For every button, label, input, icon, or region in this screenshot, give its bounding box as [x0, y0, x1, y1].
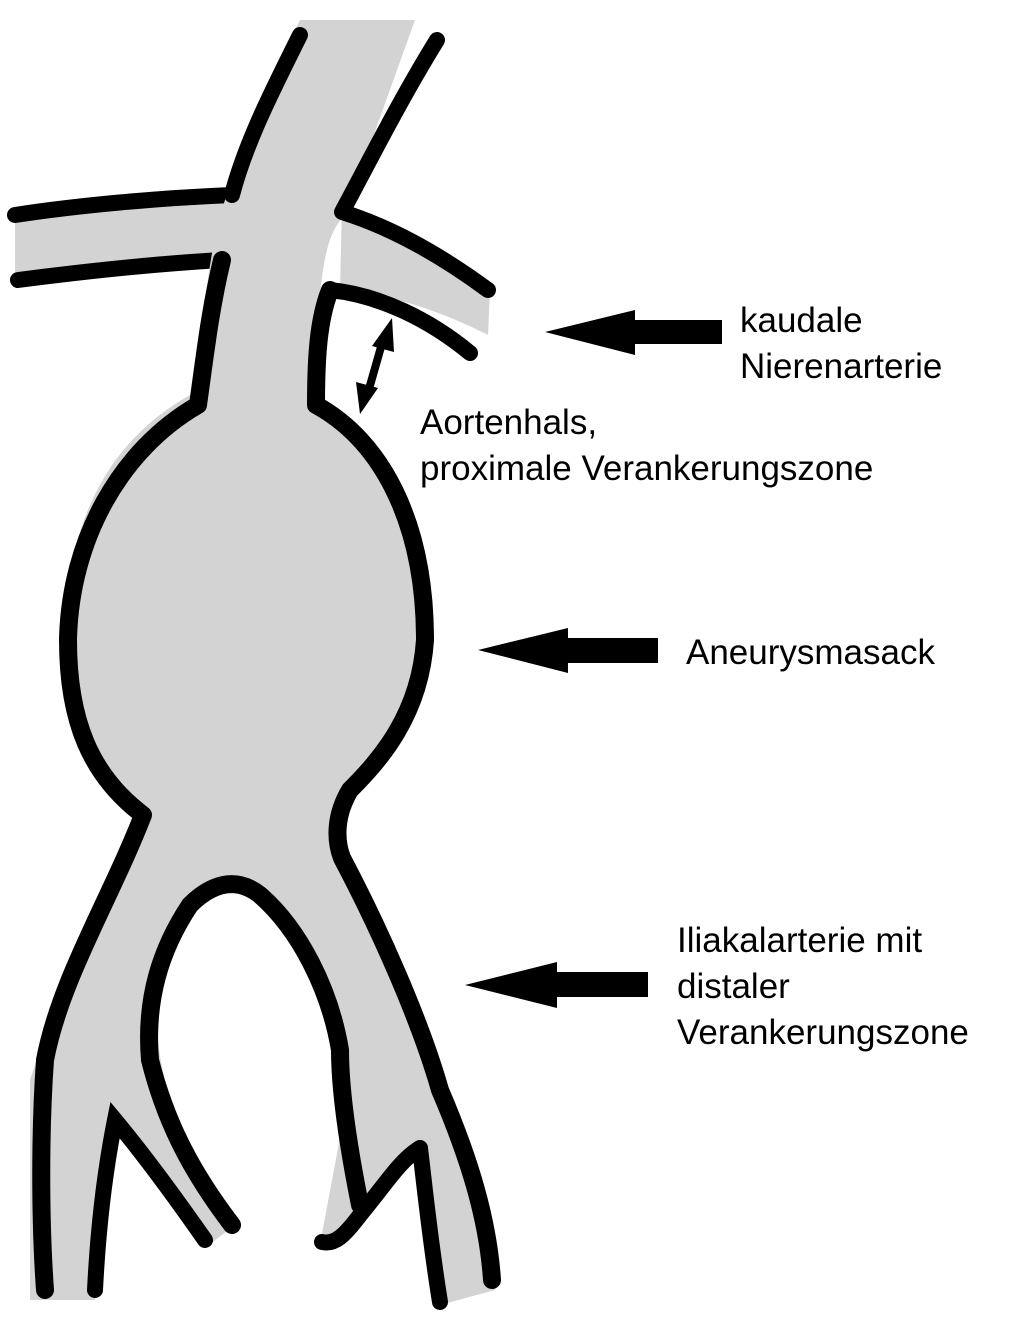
- label-aneurysm-sac: Aneurysmasack: [686, 630, 935, 676]
- label-renal-artery-line-1: kaudale: [740, 298, 942, 344]
- label-renal-artery-line-2: Nierenarterie: [740, 344, 942, 390]
- label-aortic-neck: Aortenhals, proximale Verankerungszone: [420, 400, 873, 492]
- label-aortic-neck-line-2: proximale Verankerungszone: [420, 446, 873, 492]
- label-aneurysm-sac-line-1: Aneurysmasack: [686, 630, 935, 676]
- label-iliac-artery-line-2: distaler: [677, 964, 969, 1010]
- arrow-left-icon: [465, 962, 648, 1008]
- label-iliac-artery-line-1: Iliakalarterie mit: [677, 918, 969, 964]
- label-aortic-neck-line-1: Aortenhals,: [420, 400, 873, 446]
- double-arrow-icon: [356, 318, 394, 414]
- arrow-left-icon: [478, 628, 658, 673]
- label-iliac-artery-line-3: Verankerungszone: [677, 1010, 969, 1056]
- arrow-left-icon: [545, 310, 722, 355]
- label-iliac-artery: Iliakalarterie mit distaler Verankerungs…: [677, 918, 969, 1056]
- label-renal-artery: kaudale Nierenarterie: [740, 298, 942, 390]
